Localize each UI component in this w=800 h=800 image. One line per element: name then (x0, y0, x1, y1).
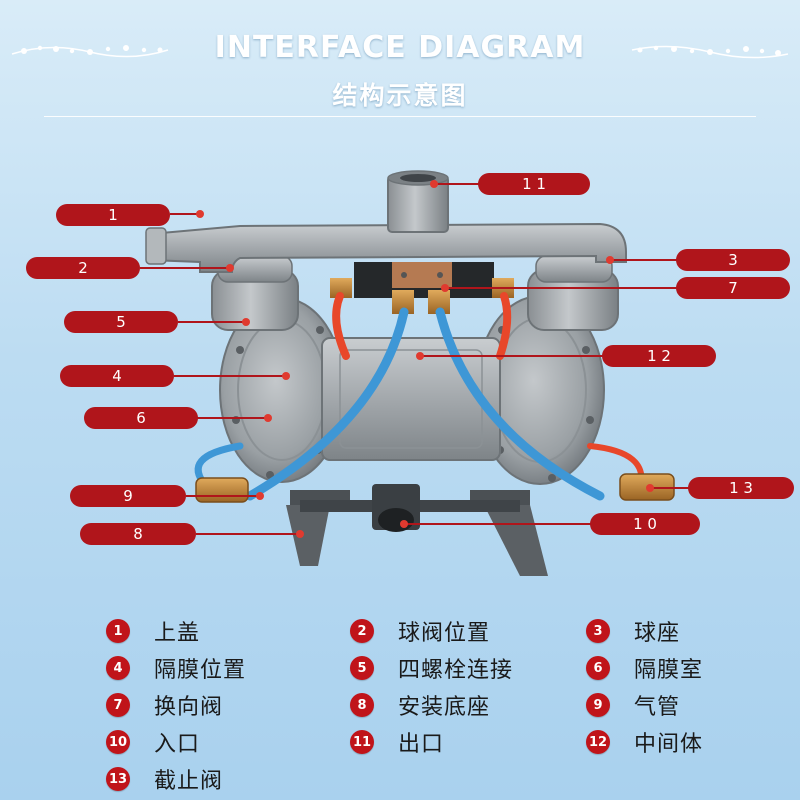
legend-item-1: 1 上盖 (106, 616, 200, 646)
legend-item-13: 13 截止阀 (106, 764, 223, 794)
callout-13-label: 1 3 (729, 479, 753, 497)
leader-lines (140, 183, 690, 535)
legend-text: 四螺栓连接 (398, 658, 514, 683)
legend-badge: 7 (106, 693, 130, 717)
legend-badge: 1 (106, 619, 130, 643)
legend-text: 入口 (154, 732, 201, 757)
floral-ornament-left-icon (11, 45, 169, 58)
floral-ornament-right-icon (631, 45, 789, 59)
left-diaphragm-chamber (219, 297, 345, 483)
legend-item-10: 10 入口 (106, 727, 200, 757)
legend-text: 换向阀 (154, 695, 224, 720)
legend-text: 出口 (398, 732, 445, 757)
callout-8: 8 (80, 523, 196, 545)
legend-text: 截止阀 (154, 769, 224, 794)
callout-4-label: 4 (112, 367, 122, 385)
legend-text: 安装底座 (398, 695, 491, 720)
callout-1-label: 1 (108, 206, 118, 224)
callout-9-label: 9 (123, 487, 133, 505)
legend-badge: 13 (106, 767, 130, 791)
legend-badge: 8 (350, 693, 374, 717)
legend-text: 隔膜室 (634, 658, 704, 683)
legend-item-5: 5 四螺栓连接 (350, 653, 513, 683)
callout-10-label: 1 0 (633, 515, 657, 533)
legend-text: 球阀位置 (398, 621, 491, 646)
legend-badge: 5 (350, 656, 374, 680)
legend-item-7: 7 换向阀 (106, 690, 223, 720)
pump-diagram: 1 2 3 4 5 6 7 8 9 1 0 1 1 1 2 (26, 170, 794, 576)
legend-text: 中间体 (634, 732, 704, 757)
callout-10: 1 0 (590, 513, 700, 535)
legend-text: 上盖 (154, 621, 201, 646)
legend-badge: 6 (586, 656, 610, 680)
legend-badge: 4 (106, 656, 130, 680)
callout-7-label: 7 (728, 279, 738, 297)
legend-badge: 11 (350, 730, 374, 754)
legend-item-8: 8 安装底座 (350, 690, 490, 720)
legend-badge: 12 (586, 730, 610, 754)
legend-badge: 9 (586, 693, 610, 717)
callout-3: 3 (676, 249, 790, 271)
callout-2: 2 (26, 257, 140, 279)
header-divider (44, 116, 756, 117)
legend-item-2: 2 球阀位置 (350, 616, 490, 646)
ball-valve-housings (211, 255, 619, 331)
callout-6-label: 6 (136, 409, 146, 427)
callout-7: 7 (676, 277, 790, 299)
callout-6: 6 (84, 407, 198, 429)
legend-item-6: 6 隔膜室 (586, 653, 703, 683)
leader-dots (196, 180, 654, 538)
callout-12-label: 1 2 (647, 347, 671, 365)
callout-4: 4 (60, 365, 174, 387)
legend-badge: 10 (106, 730, 130, 754)
legend-item-3: 3 球座 (586, 616, 680, 646)
legend-item-12: 12 中间体 (586, 727, 703, 757)
legend-badge: 3 (586, 619, 610, 643)
legend-item-11: 11 出口 (350, 727, 444, 757)
callout-3-label: 3 (728, 251, 738, 269)
legend-item-9: 9 气管 (586, 690, 680, 720)
title-chinese: 结构示意图 (332, 81, 468, 110)
title-english: INTERFACE DIAGRAM (214, 30, 586, 65)
callout-9: 9 (70, 485, 186, 507)
legend-text: 隔膜位置 (154, 658, 247, 683)
parts-legend: 1 上盖 2 球阀位置 3 球座 4 隔膜位置 5 四螺栓连接 6 隔膜室 7 … (0, 612, 800, 800)
top-manifold (145, 170, 627, 273)
callout-1: 1 (56, 204, 170, 226)
legend-badge: 2 (350, 619, 374, 643)
callout-13: 1 3 (688, 477, 794, 499)
legend-item-4: 4 隔膜位置 (106, 653, 246, 683)
callout-11: 1 1 (478, 173, 590, 195)
callout-2-label: 2 (78, 259, 88, 277)
callout-12: 1 2 (602, 345, 716, 367)
callout-5-label: 5 (116, 313, 126, 331)
legend-text: 气管 (634, 695, 681, 720)
callout-11-label: 1 1 (522, 175, 546, 193)
callout-8-label: 8 (133, 525, 143, 543)
reversing-valve (330, 262, 514, 314)
legend-text: 球座 (634, 621, 681, 646)
inlet-port (372, 484, 420, 532)
callout-5: 5 (64, 311, 178, 333)
